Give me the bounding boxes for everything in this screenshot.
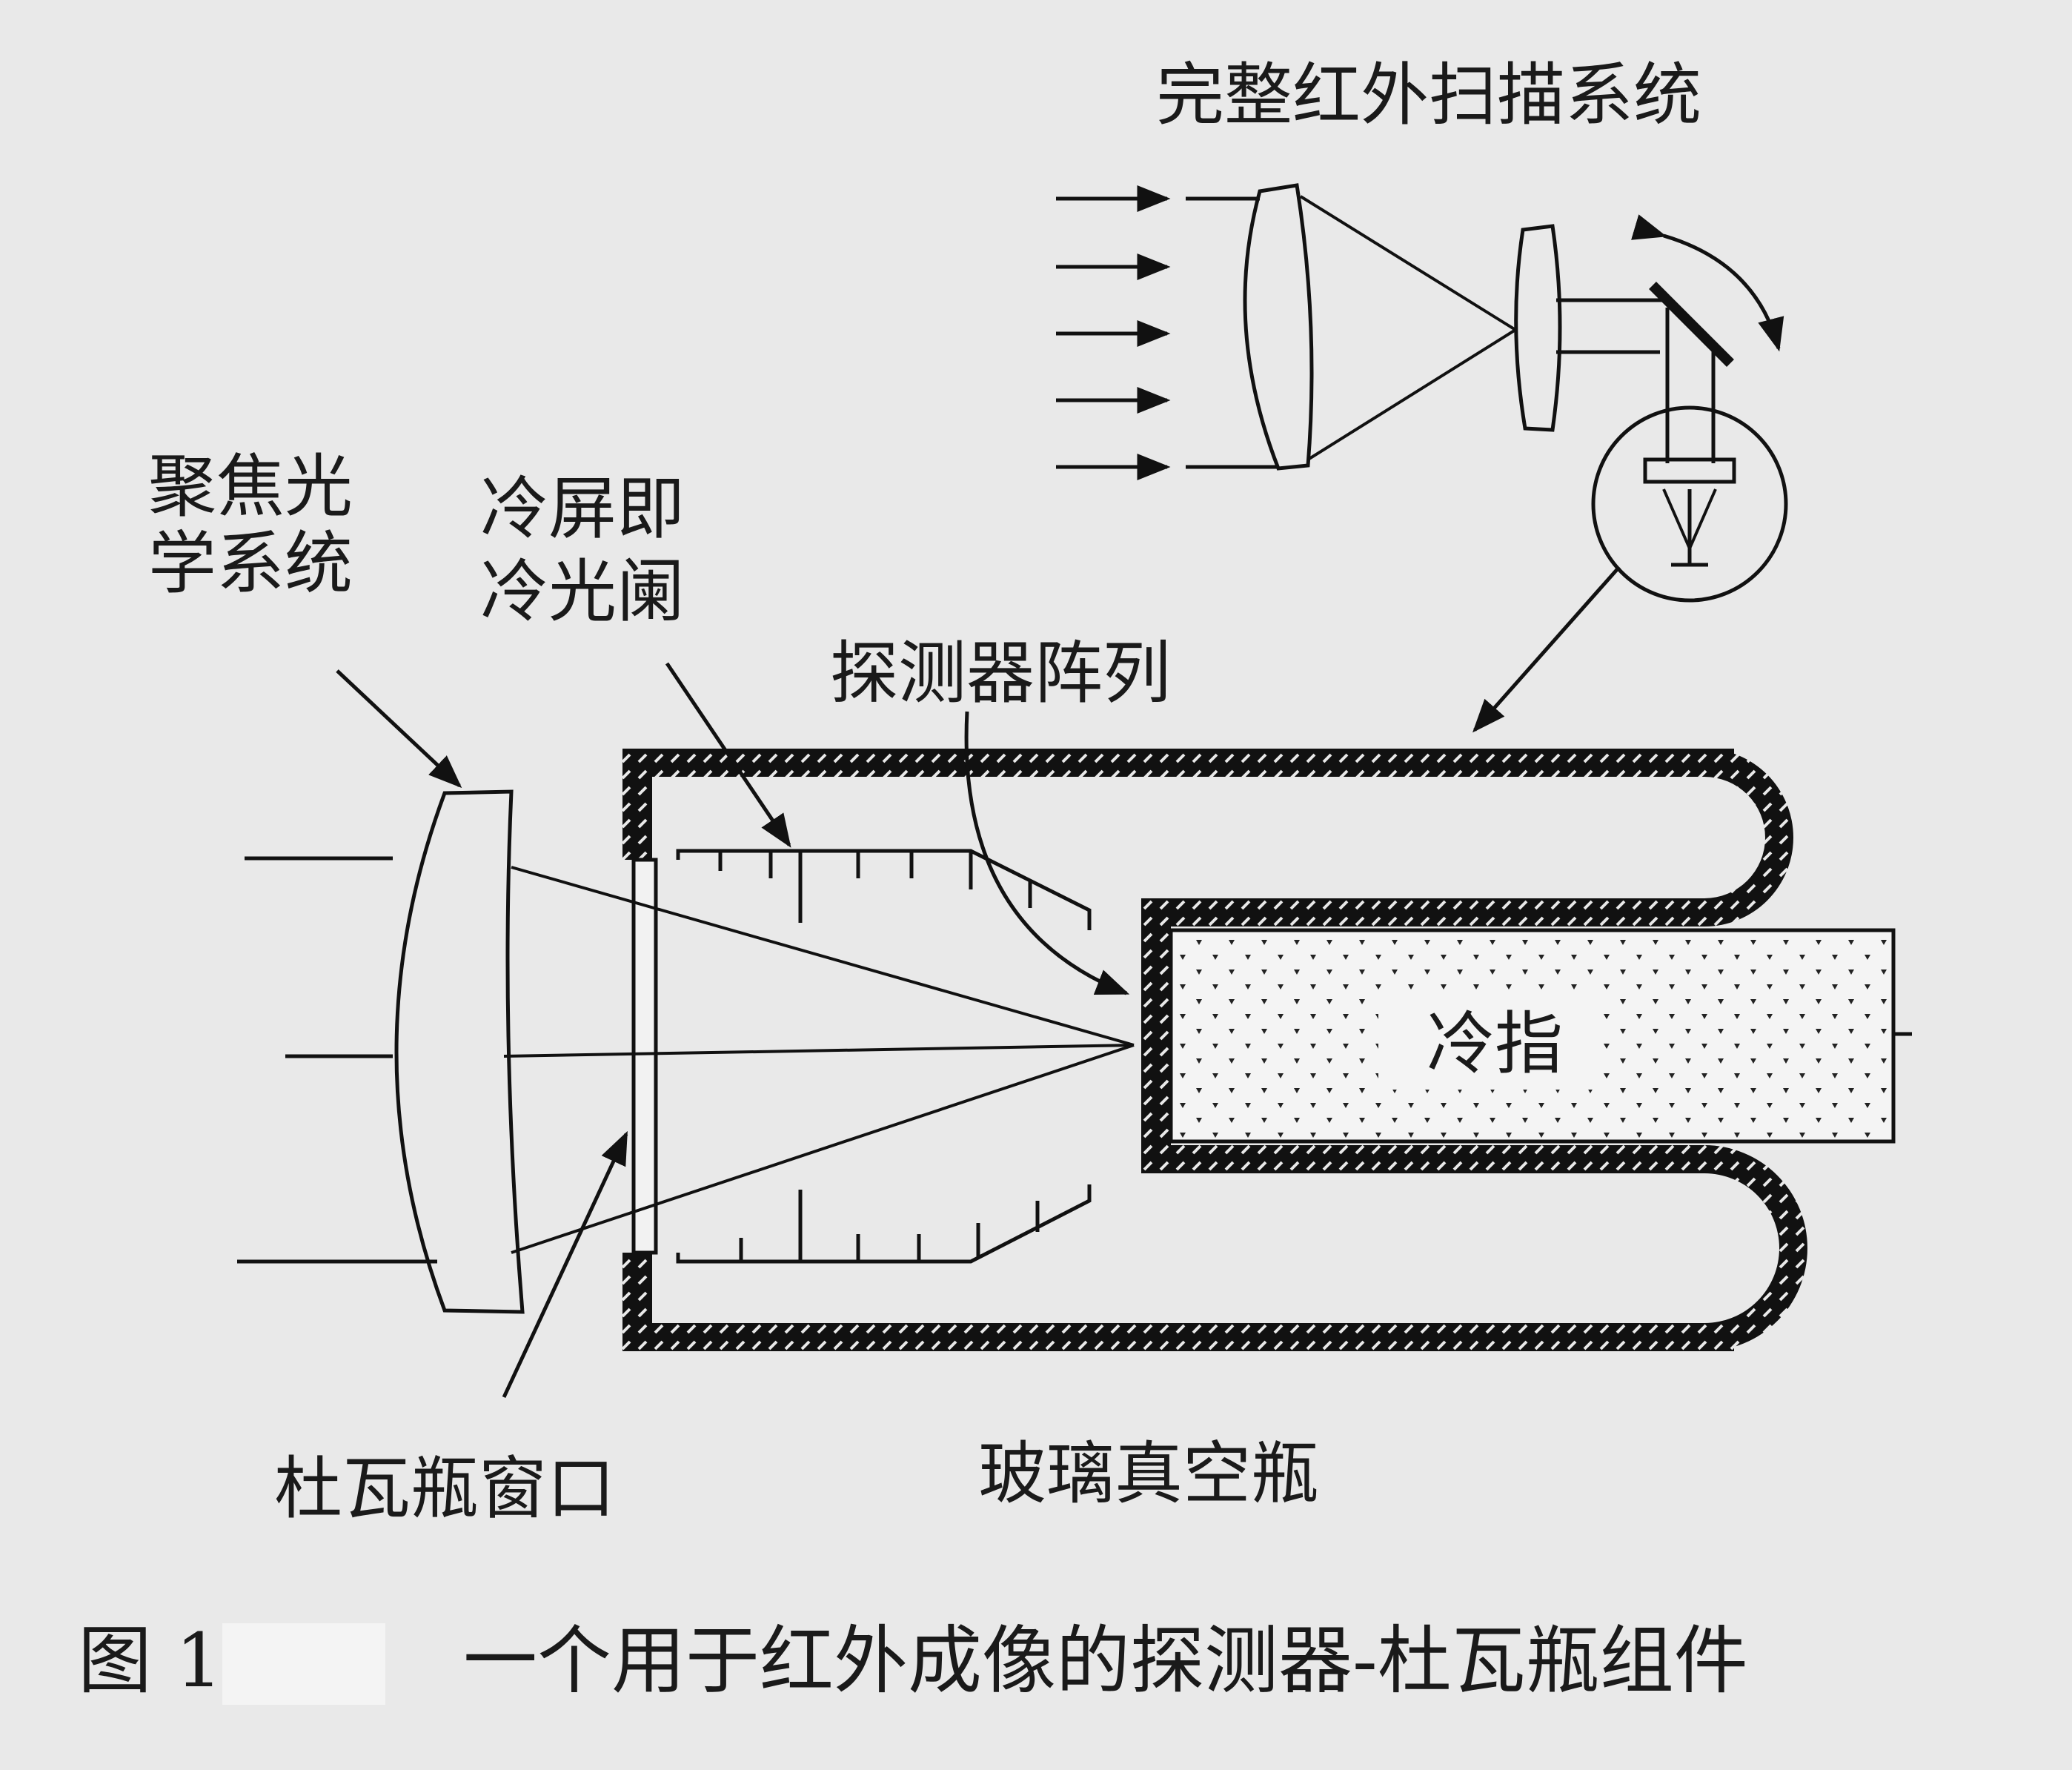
detector-detail-circle [1591, 405, 1788, 603]
label-focus-2: 学系统 [148, 524, 353, 603]
detector-array-pointer [964, 711, 1130, 995]
dewar-window [631, 858, 658, 1255]
inner-wall-top [1141, 898, 1704, 927]
dewar-front-wall-upper [622, 749, 652, 860]
detail-pointer-arrow [1472, 566, 1621, 733]
label-glass-dewar: 玻璃真空瓶 [978, 1434, 1319, 1514]
glass-vacuum-dewar [622, 749, 1807, 1351]
label-dewar-window: 杜瓦瓶窗口 [274, 1449, 615, 1528]
dewar-upper-bend [1704, 749, 1793, 927]
focusing-lens [394, 789, 525, 1314]
label-scanner: 完整红外扫描系统 [1156, 56, 1701, 135]
dewar-front-wall-lower [622, 1253, 652, 1351]
incoming-ray-arrows [1056, 185, 1171, 480]
label-coldshield-1: 冷屏即 [480, 469, 685, 548]
cold-shield [676, 849, 1092, 1264]
dewar-window-pointer [502, 1130, 628, 1399]
dewar-bottom-wall [622, 1323, 1734, 1351]
cold-shield-pointer [665, 662, 791, 848]
inner-wall-bottom [1141, 1145, 1704, 1173]
focus-optics-pointer [336, 669, 462, 789]
scanner-objective-lens [1243, 183, 1314, 471]
scanner-relay-lens [1514, 224, 1562, 432]
dewar-lower-bend [1704, 1145, 1807, 1351]
label-focus-1: 聚焦光 [148, 447, 353, 526]
figure-caption: 一个用于红外成像的探测器-杜瓦瓶组件 [463, 1617, 1748, 1704]
dewar-top-wall [622, 749, 1734, 777]
label-coldshield-2: 冷光阑 [480, 552, 685, 632]
label-detector-array: 探测器阵列 [830, 634, 1171, 713]
scan-direction-arrow [1631, 214, 1784, 352]
cold-finger-end-cap [1141, 898, 1171, 1173]
scanner-system [1056, 183, 1788, 733]
label-cold-finger: 冷指 [1427, 1004, 1563, 1084]
figure-caption-prefix: 图 1 [78, 1617, 222, 1704]
scan-mirror [1649, 282, 1734, 367]
